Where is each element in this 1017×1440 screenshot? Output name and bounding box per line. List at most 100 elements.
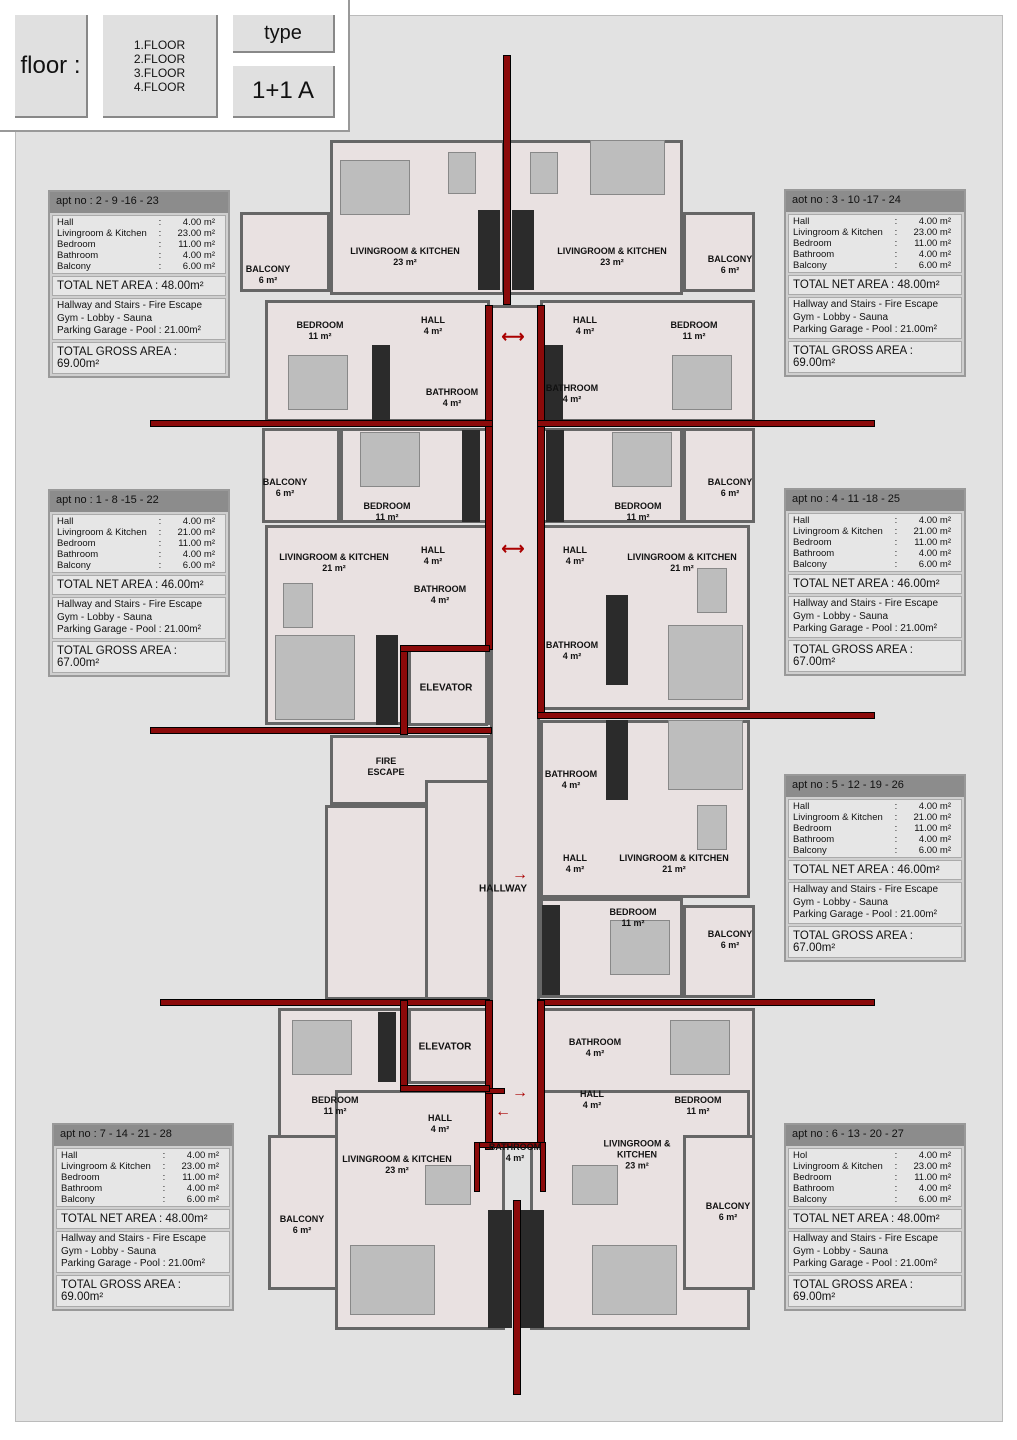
area-value: 4.00 m² bbox=[918, 834, 951, 845]
room-balcony bbox=[683, 428, 755, 523]
separator: : bbox=[894, 1161, 898, 1172]
area-label: Bedroom bbox=[57, 538, 96, 549]
apartment-number: apt no : 6 - 13 - 20 - 27 bbox=[786, 1125, 964, 1146]
separator: : bbox=[158, 516, 162, 527]
floor-item: 3.FLOOR bbox=[133, 65, 186, 80]
apartment-divider-line bbox=[150, 727, 492, 734]
room-name: LIVINGROOM & KITCHEN bbox=[342, 1154, 452, 1164]
kitchen-counter bbox=[512, 210, 534, 290]
entrance-arrow-icon: → bbox=[512, 866, 528, 883]
separator: : bbox=[894, 801, 898, 812]
common-area-line: Gym - Lobby - Sauna bbox=[57, 312, 153, 324]
area-row: Bathroom:4.00 m² bbox=[793, 834, 957, 845]
area-value: 6.00 m² bbox=[918, 845, 951, 856]
area-row: Balcony:6.00 m² bbox=[57, 560, 221, 571]
common-area-line: Hallway and Stairs - Fire Escape bbox=[57, 599, 203, 610]
separator: : bbox=[162, 1150, 166, 1161]
room-stairs bbox=[425, 780, 490, 1000]
room-hallway bbox=[490, 305, 540, 1145]
room-area: 4 m² bbox=[562, 651, 582, 661]
apartment-divider-line bbox=[537, 420, 875, 427]
area-row: Livingroom & Kitchen:21.00 m² bbox=[793, 526, 957, 537]
separator: : bbox=[894, 526, 898, 537]
apartment-divider-line bbox=[537, 999, 875, 1006]
furniture bbox=[670, 1020, 730, 1075]
area-row: Hall:4.00 m² bbox=[61, 1150, 225, 1161]
area-value: 11.00 m² bbox=[914, 238, 951, 249]
room-label-elevator: ELEVATOR bbox=[419, 1042, 472, 1053]
area-value: 23.00 m² bbox=[181, 1161, 220, 1172]
furniture bbox=[283, 583, 313, 628]
total-gross-area: TOTAL GROSS AREA : 69.00m² bbox=[56, 1274, 230, 1307]
area-label: Balcony bbox=[793, 1194, 827, 1205]
area-label: Balcony bbox=[57, 560, 91, 571]
area-value: 21.00 m² bbox=[177, 527, 216, 538]
furniture bbox=[590, 140, 665, 195]
area-value: 23.00 m² bbox=[177, 228, 216, 239]
area-row: Bathroom:4.00 m² bbox=[61, 1183, 225, 1194]
separator: : bbox=[158, 217, 162, 228]
room-area: 11 m² bbox=[682, 331, 706, 341]
furniture bbox=[360, 432, 420, 487]
area-value: 4.00 m² bbox=[182, 516, 215, 527]
area-label: Hall bbox=[61, 1150, 78, 1161]
apartment-number: apt no : 5 - 12 - 19 - 26 bbox=[786, 776, 964, 797]
area-row: Balcony:6.00 m² bbox=[61, 1194, 225, 1205]
furniture bbox=[697, 805, 727, 850]
kitchen-counter bbox=[478, 210, 500, 290]
room-name: FIRE bbox=[375, 756, 397, 766]
type-label: type bbox=[233, 15, 335, 53]
area-value: 4.00 m² bbox=[182, 549, 215, 560]
apartment-divider-line bbox=[400, 645, 490, 652]
area-row: Livingroom & Kitchen:23.00 m² bbox=[793, 227, 957, 238]
apartment-number: apt no : 4 - 11 -18 - 25 bbox=[786, 490, 964, 511]
common-area-line: Parking Garage - Pool : 21.00m² bbox=[57, 624, 201, 635]
room-area: 4 m² bbox=[442, 398, 462, 408]
separator: : bbox=[158, 538, 162, 549]
area-value: 6.00 m² bbox=[918, 260, 951, 271]
area-row: Livingroom & Kitchen:21.00 m² bbox=[793, 812, 957, 823]
room-name: ELEVATOR bbox=[418, 1041, 472, 1053]
room-area: 21 m² bbox=[670, 563, 694, 573]
room-area: 11 m² bbox=[686, 1106, 710, 1116]
area-row: Balcony:6.00 m² bbox=[793, 559, 957, 570]
separator: : bbox=[894, 238, 898, 249]
apartment-divider-line bbox=[400, 1085, 490, 1092]
furniture bbox=[425, 1165, 471, 1205]
common-area-line: Hallway and Stairs - Fire Escape bbox=[793, 299, 939, 310]
room-area: 23 m² bbox=[600, 257, 624, 267]
common-area-line: Hallway and Stairs - Fire Escape bbox=[61, 1233, 207, 1244]
apartment-divider-line bbox=[537, 1000, 545, 1145]
room-name: BATHROOM bbox=[413, 584, 467, 594]
area-label: Bathroom bbox=[793, 834, 835, 845]
total-net-area: TOTAL NET AREA : 46.00m² bbox=[52, 575, 226, 595]
floor-item: 1.FLOOR bbox=[133, 37, 186, 52]
furniture bbox=[288, 355, 348, 410]
common-area-line: Hallway and Stairs - Fire Escape bbox=[793, 598, 939, 609]
total-net-area: TOTAL NET AREA : 48.00m² bbox=[56, 1209, 230, 1229]
area-label: Livingroom & Kitchen bbox=[57, 527, 147, 538]
apartment-divider-line bbox=[540, 1142, 546, 1192]
area-label: Livingroom & Kitchen bbox=[57, 228, 147, 239]
apartment-divider-line bbox=[513, 1200, 521, 1395]
area-row: Bedroom:11.00 m² bbox=[61, 1172, 225, 1183]
room-area: 21 m² bbox=[662, 864, 686, 874]
kitchen-counter bbox=[606, 720, 628, 800]
separator: : bbox=[894, 260, 898, 271]
